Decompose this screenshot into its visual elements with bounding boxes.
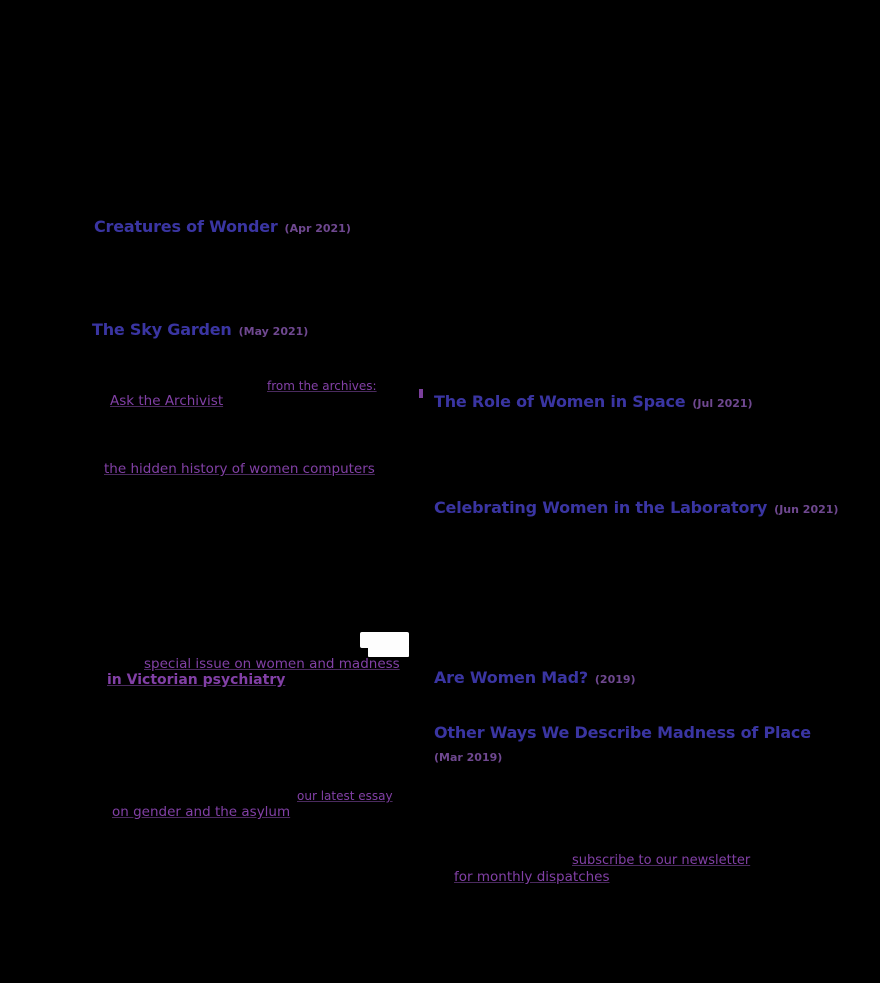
post-title-link[interactable]: Are Women Mad? [434,668,588,687]
post-title-link[interactable]: Celebrating Women in the Laboratory [434,498,768,517]
post-entry: The Sky Garden (May 2021) [92,320,308,339]
white-image-shape [368,646,409,657]
inline-visited-link[interactable]: for monthly dispatches [454,869,610,885]
post-entry: Creatures of Wonder (Apr 2021) [94,217,351,236]
inline-visited-link[interactable]: the hidden history of women computers [104,461,375,477]
post-entry: The Role of Women in Space (Jul 2021) [434,392,753,411]
white-inline-image [360,632,409,657]
post-date: (Jun 2021) [774,503,839,516]
inline-visited-link[interactable]: in Victorian psychiatry [107,672,286,688]
link-wrap-fragment[interactable] [419,389,423,398]
inline-visited-link[interactable]: Ask the Archivist [110,393,224,409]
post-title-link[interactable]: Other Ways We Describe Madness of Place [434,723,811,742]
inline-visited-link[interactable]: on gender and the asylum [112,804,291,820]
inline-visited-link[interactable]: special issue on women and madness [144,656,400,672]
white-image-shape [360,632,409,648]
post-date: (Apr 2021) [284,222,351,235]
post-title-link[interactable]: The Sky Garden [92,320,232,339]
inline-visited-link[interactable]: from the archives: [267,379,377,393]
post-date: (Mar 2019) [434,751,503,764]
inline-visited-link[interactable]: subscribe to our newsletter [572,853,751,868]
post-title-link[interactable]: Creatures of Wonder [94,217,278,236]
post-entry: Are Women Mad? (2019) [434,668,636,687]
post-date: (May 2021) [238,325,309,338]
inline-visited-link[interactable]: our latest essay [297,789,393,803]
post-date: (Jul 2021) [692,397,753,410]
post-date: (2019) [594,673,636,686]
post-entry: Celebrating Women in the Laboratory (Jun… [434,498,838,517]
post-entry: Other Ways We Describe Madness of Place … [434,723,811,765]
post-title-link[interactable]: The Role of Women in Space [434,392,686,411]
